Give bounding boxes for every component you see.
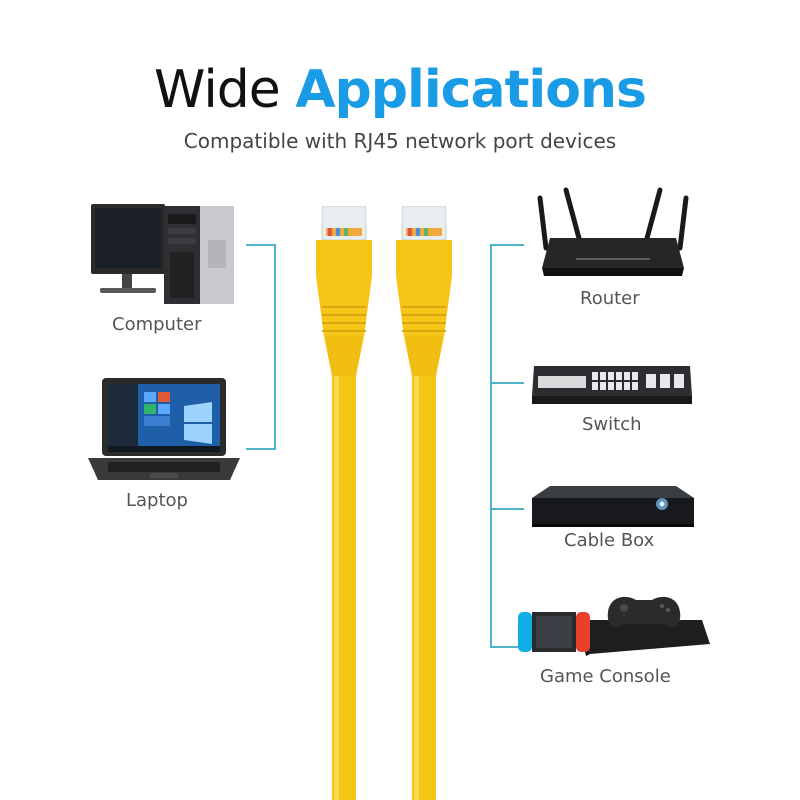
left-connector-bracket: [246, 244, 276, 450]
laptop-icon: [84, 376, 244, 482]
title-word-wide: Wide: [154, 60, 281, 120]
cable-box-icon: [530, 480, 696, 532]
cable-box-label: Cable Box: [564, 530, 655, 551]
computer-label: Computer: [112, 314, 202, 335]
game-console-icon: [516, 590, 712, 660]
desktop-computer-icon: [88, 200, 238, 306]
router-icon: [536, 186, 690, 282]
network-switch-icon: [530, 360, 694, 408]
laptop-label: Laptop: [126, 490, 188, 511]
page-title: Wide Applications: [0, 58, 800, 122]
right-connector-bracket: [490, 244, 524, 648]
ethernet-cables-icon: [300, 206, 476, 800]
game-console-label: Game Console: [540, 666, 671, 687]
right-bracket-tick-cable-box: [490, 508, 524, 510]
right-bracket-tick-switch: [490, 382, 524, 384]
page-subtitle: Compatible with RJ45 network port device…: [183, 129, 617, 153]
title-word-applications: Applications: [295, 60, 647, 120]
router-label: Router: [580, 288, 640, 309]
switch-label: Switch: [582, 414, 642, 435]
